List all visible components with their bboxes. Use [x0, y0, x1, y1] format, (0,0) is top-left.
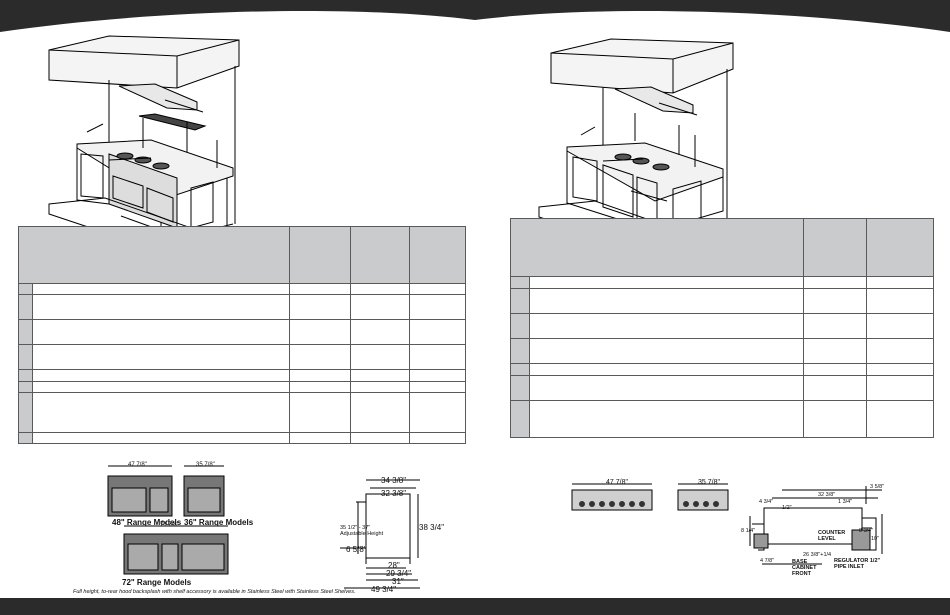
spec-table	[18, 226, 466, 445]
dim-side-29: 29 3/4"	[386, 569, 412, 578]
dim-leg-height: 6 5/8"	[346, 545, 367, 554]
rangetop-front-drawing	[571, 483, 729, 511]
dim-48-range-width: 47 7/8"	[128, 462, 147, 468]
range-front-models-drawing	[107, 465, 229, 575]
dim-rangetop-48-width: 47 7/8"	[606, 479, 628, 486]
dim-rangetop-36-width: 35 7/8"	[698, 479, 720, 486]
dim-36-range-width: 35 7/8"	[196, 462, 215, 468]
dim-adjustable-height: 35 1/2" - 37" Adjustable Height	[340, 525, 384, 537]
dim-side-31: 31"	[392, 577, 404, 586]
dim-cutout-32-3-8: 32 3/8"	[818, 492, 836, 498]
dim-72-range-width: 71 7/8"	[160, 522, 179, 528]
dim-cutout-8-1-4: 8 1/4"	[741, 528, 756, 534]
bottom-banner	[0, 598, 950, 615]
dim-cutout-26: 26 3/8"+1/4	[803, 552, 832, 558]
dim-cutout-8-3-4: 8 3/4"	[859, 528, 874, 534]
label-72-range-models: 72" Range Models	[122, 578, 192, 587]
label-base-cabinet-front: BASE CABINET FRONT	[792, 559, 817, 577]
dim-side-overall: 49 3/4"	[371, 585, 397, 594]
label-regulator-inlet: REGULATOR 1/2" PIPE INLET	[834, 558, 881, 570]
hood-backsplash-footnote: Full height, to-rear hood backsplash wit…	[73, 589, 356, 595]
range-side-profile-drawing	[340, 479, 420, 589]
dim-side-height: 38 3/4"	[419, 523, 445, 532]
label-48-range-models: 48" Range Models	[112, 518, 182, 527]
label-counter-level: COUNTER LEVEL	[818, 530, 846, 542]
dim-side-depth-body: 32 3/8"	[381, 489, 407, 498]
label-36-range-models: 36" Range Models	[184, 518, 254, 527]
dim-cutout-1-2: 1/2"	[782, 505, 792, 511]
rangetop-spec-table	[510, 218, 934, 438]
range-installation-illustration	[47, 28, 249, 262]
dim-cutout-4-3-4: 4 3/4"	[759, 499, 774, 505]
dim-cutout-1-3-4: 1 3/4"	[838, 499, 853, 505]
dim-cutout-10: 10"	[871, 536, 880, 542]
dim-cutout-4-7-8: 4 7/8"	[760, 558, 775, 564]
dim-side-28: 28"	[388, 561, 400, 570]
rangetop-cutout-drawing	[749, 486, 883, 565]
dim-side-depth-top: 34 3/8"	[381, 476, 407, 485]
dim-cutout-3-5-8: 3 5/8"	[870, 484, 885, 490]
